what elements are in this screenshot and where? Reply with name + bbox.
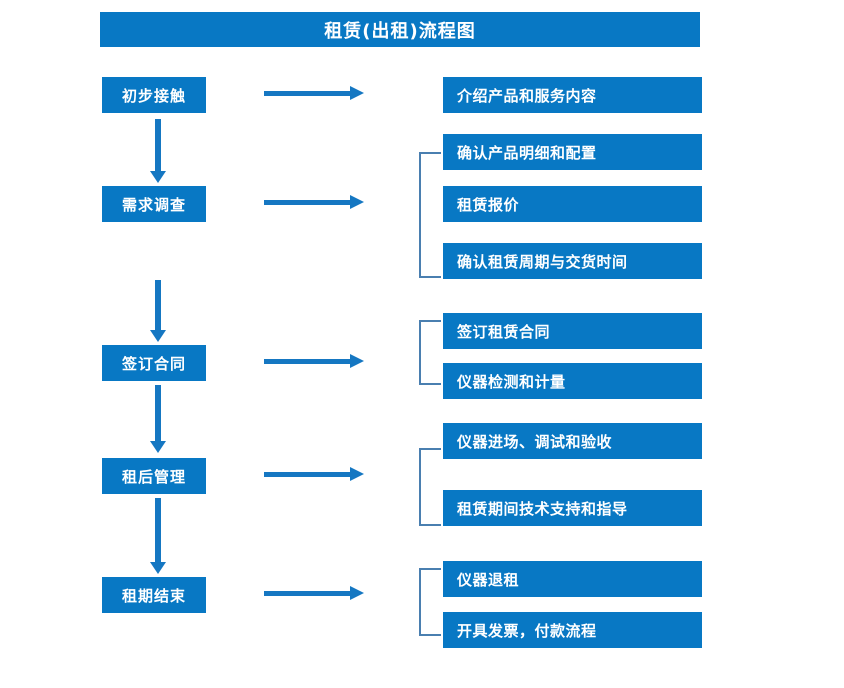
detail-group-bracket-2 <box>419 152 441 278</box>
stage-to-stage-arrow-1 <box>150 119 166 185</box>
detail-box-invoice-payment[interactable]: 开具发票，付款流程 <box>443 612 702 648</box>
stage-to-details-arrow-4 <box>264 467 364 481</box>
stage-to-stage-arrow-2 <box>150 280 166 344</box>
stage-to-details-arrow-1 <box>264 86 364 100</box>
arrow-head-icon <box>150 171 166 183</box>
detail-box-technical-support[interactable]: 租赁期间技术支持和指导 <box>443 490 702 526</box>
detail-group-bracket-5 <box>419 568 441 636</box>
detail-box-confirm-product-spec[interactable]: 确认产品明细和配置 <box>443 134 702 170</box>
arrow-shaft <box>155 119 161 171</box>
stage-to-stage-arrow-3 <box>150 385 166 455</box>
arrow-head-icon <box>150 441 166 453</box>
stage-to-details-arrow-3 <box>264 354 364 368</box>
arrow-shaft <box>155 385 161 441</box>
stage-box-requirement-survey[interactable]: 需求调查 <box>102 186 206 222</box>
detail-box-confirm-period-delivery[interactable]: 确认租赁周期与交货时间 <box>443 243 702 279</box>
arrow-head-icon <box>350 467 364 481</box>
arrow-shaft <box>264 200 352 205</box>
detail-group-bracket-4 <box>419 448 441 526</box>
detail-box-introduce-products[interactable]: 介绍产品和服务内容 <box>443 77 702 113</box>
arrow-shaft <box>264 359 352 364</box>
stage-box-initial-contact[interactable]: 初步接触 <box>102 77 206 113</box>
stage-box-sign-contract[interactable]: 签订合同 <box>102 345 206 381</box>
detail-box-rental-quotation[interactable]: 租赁报价 <box>443 186 702 222</box>
arrow-shaft <box>155 498 161 562</box>
stage-box-rental-end[interactable]: 租期结束 <box>102 577 206 613</box>
arrow-shaft <box>264 591 352 596</box>
stage-to-stage-arrow-4 <box>150 498 166 576</box>
arrow-head-icon <box>150 562 166 574</box>
detail-box-instrument-onsite-commission[interactable]: 仪器进场、调试和验收 <box>443 423 702 459</box>
arrow-head-icon <box>350 586 364 600</box>
arrow-head-icon <box>350 195 364 209</box>
stage-box-post-rental-management[interactable]: 租后管理 <box>102 458 206 494</box>
stage-to-details-arrow-5 <box>264 586 364 600</box>
arrow-shaft <box>155 280 161 330</box>
arrow-head-icon <box>150 330 166 342</box>
detail-box-sign-rental-contract[interactable]: 签订租赁合同 <box>443 313 702 349</box>
flowchart-title: 租赁(出租)流程图 <box>100 12 700 47</box>
arrow-shaft <box>264 91 352 96</box>
arrow-shaft <box>264 472 352 477</box>
arrow-head-icon <box>350 354 364 368</box>
stage-to-details-arrow-2 <box>264 195 364 209</box>
arrow-head-icon <box>350 86 364 100</box>
detail-box-instrument-return[interactable]: 仪器退租 <box>443 561 702 597</box>
detail-box-instrument-inspection[interactable]: 仪器检测和计量 <box>443 363 702 399</box>
detail-group-bracket-3 <box>419 320 441 385</box>
